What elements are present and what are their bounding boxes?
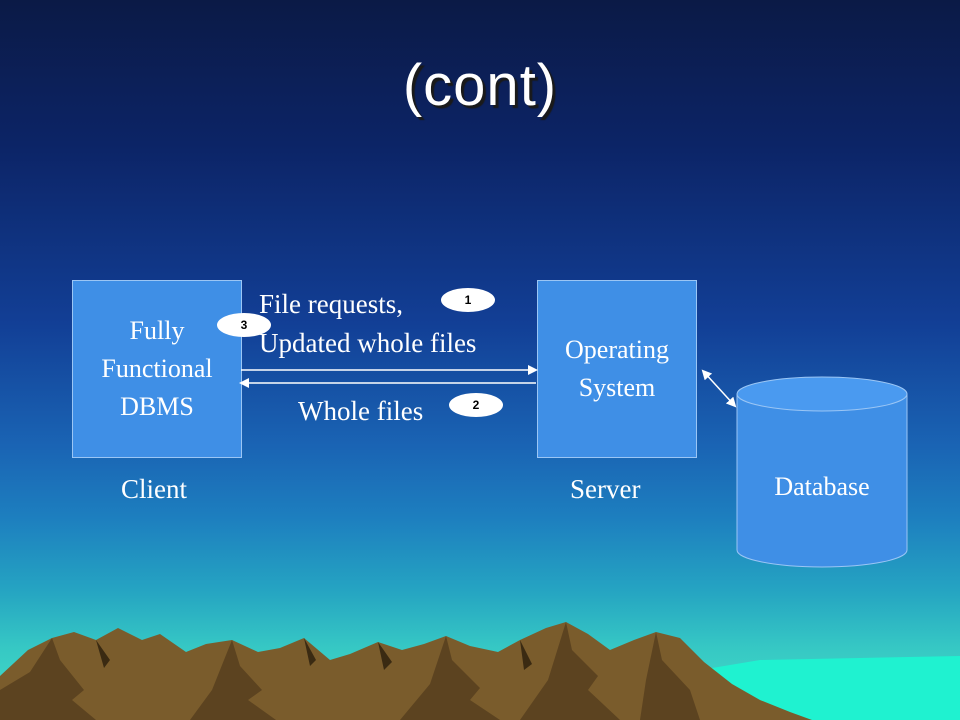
server-database-arrow: [701, 369, 737, 408]
step-2-badge: 2: [449, 393, 503, 417]
request-label-line-2: Updated whole files: [259, 328, 477, 358]
server-box-line-1: Operating: [565, 335, 669, 364]
step-1-badge: 1: [441, 288, 495, 312]
server-label: Server: [570, 474, 641, 504]
slide-title: (cont): [402, 53, 558, 118]
client-box-line-2: Functional: [101, 354, 213, 383]
step-3-badge: 3: [217, 313, 271, 337]
server-box-line-2: System: [578, 373, 656, 402]
client-label: Client: [121, 474, 187, 504]
mountain-range: [0, 622, 812, 720]
client-dbms-box: Fully Functional DBMS: [72, 280, 242, 458]
database-label: Database: [774, 472, 870, 501]
response-label: Whole files: [298, 396, 424, 426]
server-os-box: Operating System: [537, 280, 697, 458]
mountain-shadow: [0, 622, 700, 720]
cylinder-body: [736, 393, 908, 568]
client-box-line-1: Fully: [129, 316, 185, 345]
cylinder-top: [736, 376, 908, 412]
client-box-line-3: DBMS: [120, 392, 194, 421]
request-label-line-1: File requests,: [259, 289, 403, 319]
